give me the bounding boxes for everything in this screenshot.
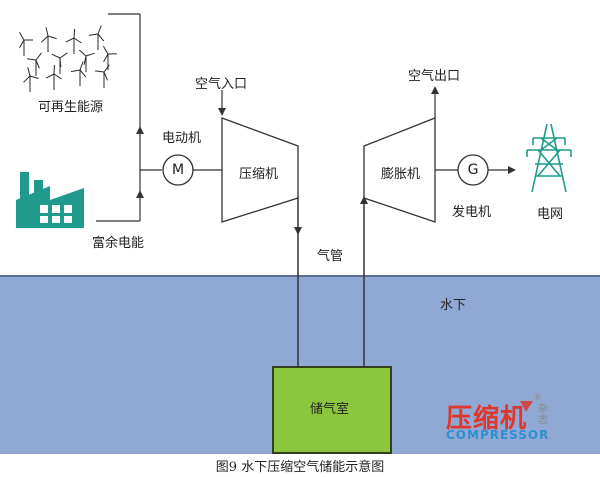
watermark-side: 杂志 — [538, 404, 548, 426]
feed-arrow-upper — [136, 126, 144, 134]
expander-body — [363, 117, 436, 223]
generator-label: 发电机 — [452, 205, 492, 220]
storage-chamber — [272, 366, 392, 454]
watermark-chinese: 压缩机 — [446, 404, 528, 434]
watermark-english: COMPRESSOR — [446, 428, 550, 442]
generator-symbol-text: G — [467, 162, 479, 178]
figure-caption: 图9 水下压缩空气储能示意图 — [215, 460, 385, 475]
air-inlet-arrow — [218, 108, 226, 116]
air-outlet-arrow — [431, 86, 439, 94]
surplus-power-label: 富余电能 — [92, 236, 145, 251]
motor-label: 电动机 — [162, 131, 202, 146]
grid-label: 电网 — [537, 207, 564, 222]
grid-feed-arrow — [508, 166, 516, 174]
air-pipe-label: 气管 — [317, 249, 344, 264]
wind-turbine-icon — [19, 25, 118, 92]
watermark-mark — [520, 401, 533, 412]
storage-chamber-label: 储气室 — [310, 402, 350, 417]
feed-arrow-lower — [136, 190, 144, 198]
motor-symbol-text: M — [171, 162, 185, 178]
factory-icon — [16, 172, 84, 228]
air-inlet-label: 空气入口 — [195, 77, 248, 92]
expander-label: 膨胀机 — [381, 167, 421, 182]
air-pipe-down-arrow — [294, 227, 302, 235]
air-pipe-up-arrow — [360, 196, 368, 204]
power-tower-icon — [526, 123, 572, 193]
compressor-body — [221, 117, 299, 223]
air-outlet-label: 空气出口 — [408, 69, 461, 84]
watermark-reg: ® — [533, 393, 542, 403]
compressor-label: 压缩机 — [239, 167, 279, 182]
renewable-label: 可再生能源 — [38, 100, 104, 115]
underwater-label: 水下 — [440, 298, 467, 313]
